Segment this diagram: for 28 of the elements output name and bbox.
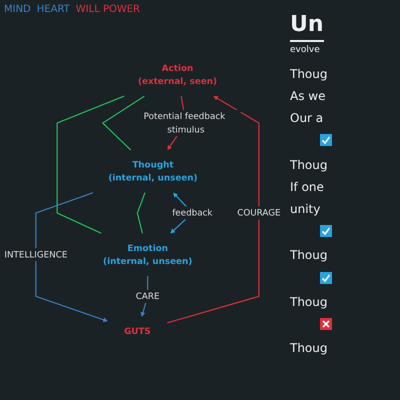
text-line: If one (290, 178, 325, 195)
title: Un (290, 10, 324, 42)
text-line: Our a (290, 110, 324, 126)
connector (136, 192, 146, 234)
text-line: unity (290, 200, 322, 218)
text-line: Thoug (290, 156, 328, 173)
arrow (35, 192, 108, 322)
connector (56, 96, 124, 234)
node-text: GUTS (124, 326, 151, 337)
text-line: Thoug (290, 340, 328, 356)
edge-label: INTELLIGENCE (4, 249, 68, 260)
text-line: Thoug (290, 294, 328, 310)
text-line: As we (290, 88, 326, 104)
arrow (140, 276, 148, 318)
annotation-text: WILL POWER (76, 4, 140, 15)
edge-label: feedback (172, 208, 213, 218)
annotation-text: MIND (4, 4, 31, 15)
text-line: evolve (290, 44, 321, 56)
node-text: Action (external, seen) (138, 62, 218, 86)
text-line: Thoug (290, 66, 328, 82)
node-text: Thought (internal, unseen) (108, 159, 198, 183)
node-text: Emotion (internal, unseen) (103, 242, 192, 266)
text-line: Thoug (290, 247, 328, 264)
connector (102, 96, 145, 150)
edge-label: CARE (136, 291, 160, 302)
annotation-text: HEART (36, 4, 70, 15)
edge-label: COURAGE (237, 208, 281, 218)
edge-label: Potential feedback stimulus (144, 111, 226, 135)
